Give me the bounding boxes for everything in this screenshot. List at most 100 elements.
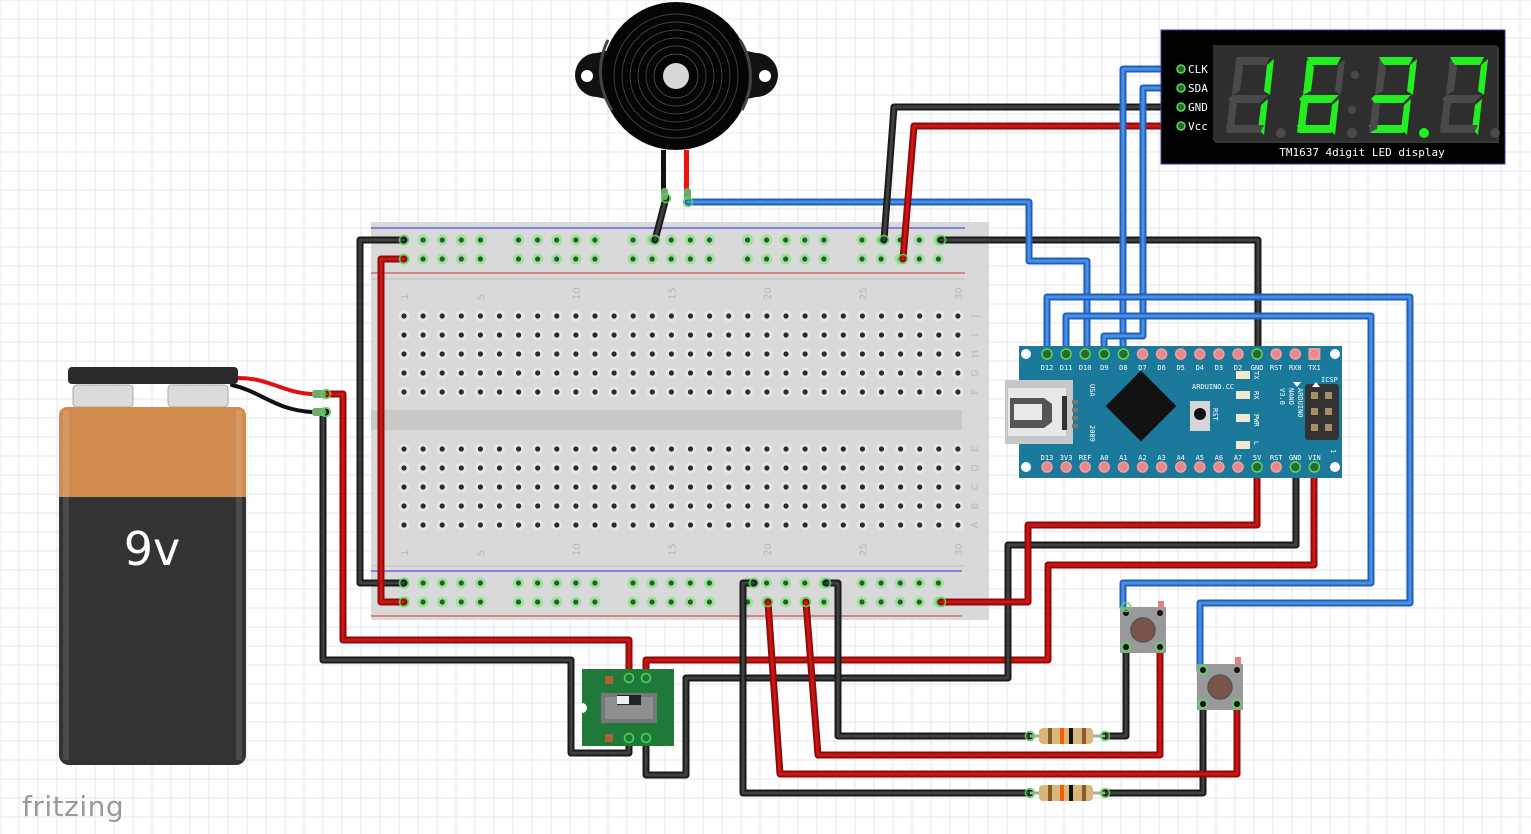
pin-a5[interactable]: [1194, 461, 1206, 473]
hole-center: [477, 484, 483, 490]
wire-button2-resistor[interactable]: [1101, 700, 1207, 797]
hole-center: [401, 389, 407, 395]
wire-battery-positive[interactable]: [322, 390, 633, 682]
pin-label: GND: [1251, 364, 1264, 372]
rail-hole-center: [897, 599, 903, 605]
wire-resistor2-gnd[interactable]: [739, 579, 1034, 797]
rst-label: RST: [1211, 408, 1219, 421]
wire-button1-vcc[interactable]: [802, 598, 1164, 759]
pin-gnd[interactable]: [1251, 348, 1263, 360]
pin-a7[interactable]: [1232, 461, 1244, 473]
pin-a1[interactable]: [1117, 461, 1130, 473]
display-pin-gnd[interactable]: [1176, 102, 1186, 112]
hole-center: [859, 522, 866, 528]
rail-hole-center: [420, 580, 426, 586]
pin-rst[interactable]: [1270, 348, 1282, 360]
display-pin-sda[interactable]: [1176, 83, 1186, 93]
hole-center: [649, 332, 655, 338]
pushbutton-2[interactable]: [1197, 657, 1243, 710]
wire-5v[interactable]: [937, 463, 1261, 606]
wire-button2-vcc[interactable]: [764, 598, 1241, 778]
rail-hole-center: [420, 237, 426, 243]
pin-label: A1: [1119, 454, 1127, 462]
wire-display-vcc[interactable]: [899, 122, 1185, 263]
wire-display-sda[interactable]: [1100, 84, 1185, 358]
resistor-1[interactable]: [1030, 728, 1105, 744]
resistors[interactable]: [1030, 728, 1105, 801]
hole-center: [535, 446, 541, 452]
pin-3v3[interactable]: [1060, 461, 1072, 473]
hole-center: [726, 465, 732, 471]
hole-center: [840, 389, 846, 395]
hole-center: [878, 351, 885, 357]
resistor-2[interactable]: [1030, 785, 1105, 801]
display-pin-clk[interactable]: [1176, 64, 1186, 74]
wire-buzzer-signal[interactable]: [684, 198, 1091, 358]
pin-a4[interactable]: [1174, 461, 1187, 473]
pushbutton-1[interactable]: [1120, 601, 1166, 653]
rail-hole-center: [706, 580, 713, 586]
pin-d2[interactable]: [1232, 348, 1244, 360]
wire-button1-resistor[interactable]: [1101, 643, 1130, 740]
hole-center: [496, 370, 503, 376]
breadboard-holes[interactable]: [398, 234, 964, 608]
switch-knob[interactable]: [617, 696, 629, 704]
button-cap[interactable]: [1207, 674, 1233, 700]
pin-d8[interactable]: [1117, 348, 1130, 360]
pin-tx1[interactable]: [1308, 348, 1321, 360]
pin-a3[interactable]: [1155, 461, 1168, 473]
pin-a6[interactable]: [1213, 461, 1225, 473]
pin-d11[interactable]: [1060, 348, 1072, 360]
pin-label: D13: [1041, 454, 1054, 462]
battery-9v[interactable]: 9v: [59, 367, 326, 765]
pin-5v[interactable]: [1251, 461, 1263, 473]
pin-ref[interactable]: [1079, 461, 1091, 473]
rail-hole-center: [515, 256, 522, 262]
reset-button[interactable]: [1194, 408, 1206, 420]
pin-rx0[interactable]: [1289, 348, 1302, 360]
pin-d4[interactable]: [1194, 348, 1206, 360]
wire-switch-gnd[interactable]: [642, 463, 1300, 779]
pin-rst[interactable]: [1270, 461, 1282, 473]
pin-d13[interactable]: [1041, 461, 1053, 473]
wire-button2-signal[interactable]: [1043, 293, 1414, 674]
wire-display-gnd[interactable]: [880, 103, 1185, 244]
wire-switch-to-vin[interactable]: [642, 463, 1318, 682]
pin-gnd[interactable]: [1289, 461, 1302, 473]
pin-d9[interactable]: [1098, 348, 1111, 360]
pin-d10[interactable]: [1079, 348, 1091, 360]
pin-d3[interactable]: [1213, 348, 1225, 360]
connection-point: [623, 732, 635, 744]
piezo-buzzer[interactable]: [575, 2, 778, 200]
hole-center: [439, 351, 445, 357]
pin-d7[interactable]: [1136, 348, 1149, 360]
display-caption: TM1637 4digit LED display: [1279, 146, 1445, 159]
wires[interactable]: [319, 65, 1414, 797]
wire-button1-signal[interactable]: [1062, 312, 1375, 611]
pin-d6[interactable]: [1155, 348, 1168, 360]
pin-a0[interactable]: [1098, 461, 1111, 473]
display-pin-vcc[interactable]: [1176, 121, 1186, 131]
wire-core: [766, 600, 1239, 776]
wire-resistor1-gnd[interactable]: [822, 579, 1034, 740]
pin-a2[interactable]: [1136, 461, 1149, 473]
wire-vcc-rail-link[interactable]: [377, 255, 408, 606]
pin-d5[interactable]: [1174, 348, 1187, 360]
hole-center: [840, 465, 846, 471]
pin-d12[interactable]: [1041, 348, 1053, 360]
hole-center: [554, 465, 560, 471]
rail-hole-center: [515, 599, 522, 605]
pin-vin[interactable]: [1308, 461, 1321, 473]
wire-buzzer-gnd[interactable]: [651, 194, 670, 244]
hole-center: [898, 370, 904, 376]
rail-hole-center: [764, 237, 770, 243]
hole-center: [707, 522, 713, 528]
rail-hole-center: [897, 580, 903, 586]
button-cap[interactable]: [1130, 617, 1156, 643]
hole-center: [840, 503, 846, 509]
